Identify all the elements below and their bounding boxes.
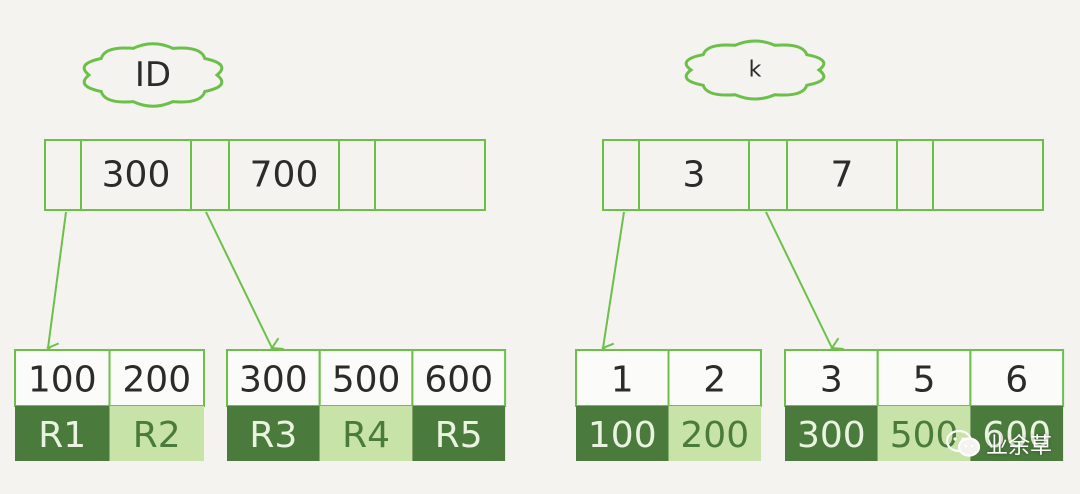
- leaf-value-cell: [970, 406, 1064, 461]
- leaf-key-cell: [411, 349, 507, 407]
- leaf-value-cell: [227, 406, 320, 461]
- leaf-value: 500: [890, 415, 959, 456]
- leaf-value: 100: [588, 415, 657, 456]
- wechat-icon: [945, 430, 980, 458]
- leaf-value-cell: [109, 406, 204, 461]
- leaf-value: 300: [797, 415, 866, 456]
- watermark: 业余草: [945, 428, 1052, 460]
- leaf-value-cell: [412, 406, 506, 461]
- leaf-key-cell: [575, 349, 670, 407]
- root-pointer-cell: [896, 139, 934, 211]
- leaf-key: 300: [239, 360, 308, 401]
- leaf-value-cell: [877, 406, 971, 461]
- pointer-arrow: [46, 211, 67, 357]
- leaf-key: 600: [424, 360, 493, 401]
- root-key: 7: [831, 155, 854, 196]
- leaf-value-cell: [319, 406, 413, 461]
- watermark-text: 业余草: [985, 434, 1052, 459]
- leaf-value: R4: [342, 415, 390, 456]
- root-pointer-cell: [602, 139, 640, 211]
- leaf-key-cell: [667, 349, 762, 407]
- cloud-label-text: ID: [135, 55, 171, 95]
- leaf-value-cell: [785, 406, 878, 461]
- leaf-key: 200: [122, 360, 191, 401]
- leaf-value-cell: [576, 406, 669, 461]
- leaf-key-cell: [226, 349, 321, 407]
- pointer-arrow: [765, 211, 844, 351]
- leaf-value-cell: [15, 406, 110, 461]
- cloud-label-shape: [684, 39, 826, 101]
- root-pointer-cell: [748, 139, 788, 211]
- root-pointer-cell: [338, 139, 376, 211]
- root-key: 3: [683, 155, 706, 196]
- leaf-value: R1: [38, 415, 86, 456]
- leaf-value: 200: [680, 415, 749, 456]
- root-pointer-cell: [190, 139, 230, 211]
- leaf-key-cell: [876, 349, 972, 407]
- pointer-arrow: [205, 211, 284, 351]
- leaf-key-cell: [969, 349, 1065, 407]
- root-key: 700: [250, 155, 319, 196]
- leaf-key-cell: [14, 349, 111, 407]
- leaf-value: 600: [982, 415, 1051, 456]
- leaf-key-cell: [108, 349, 205, 407]
- root-key: 300: [102, 155, 171, 196]
- pointer-arrow: [601, 211, 625, 357]
- cloud-label-text: k: [749, 58, 762, 83]
- cloud-label-shape: [82, 42, 224, 108]
- leaf-value: R2: [133, 415, 181, 456]
- root-key-cell: [932, 139, 1044, 211]
- id-tree-group: [14, 42, 507, 461]
- root-pointer-cell: [44, 139, 82, 211]
- leaf-key: 5: [913, 360, 936, 401]
- leaf-value: R3: [249, 415, 297, 456]
- root-key-cell: [374, 139, 486, 211]
- leaf-key: 6: [1005, 360, 1028, 401]
- leaf-value-cell: [668, 406, 761, 461]
- leaf-key: 2: [703, 360, 726, 401]
- leaf-value: R5: [435, 415, 483, 456]
- leaf-key: 100: [28, 360, 97, 401]
- k-tree-group: [575, 39, 1065, 461]
- leaf-key: 3: [820, 360, 843, 401]
- leaf-key: 1: [611, 360, 634, 401]
- leaf-key: 500: [332, 360, 401, 401]
